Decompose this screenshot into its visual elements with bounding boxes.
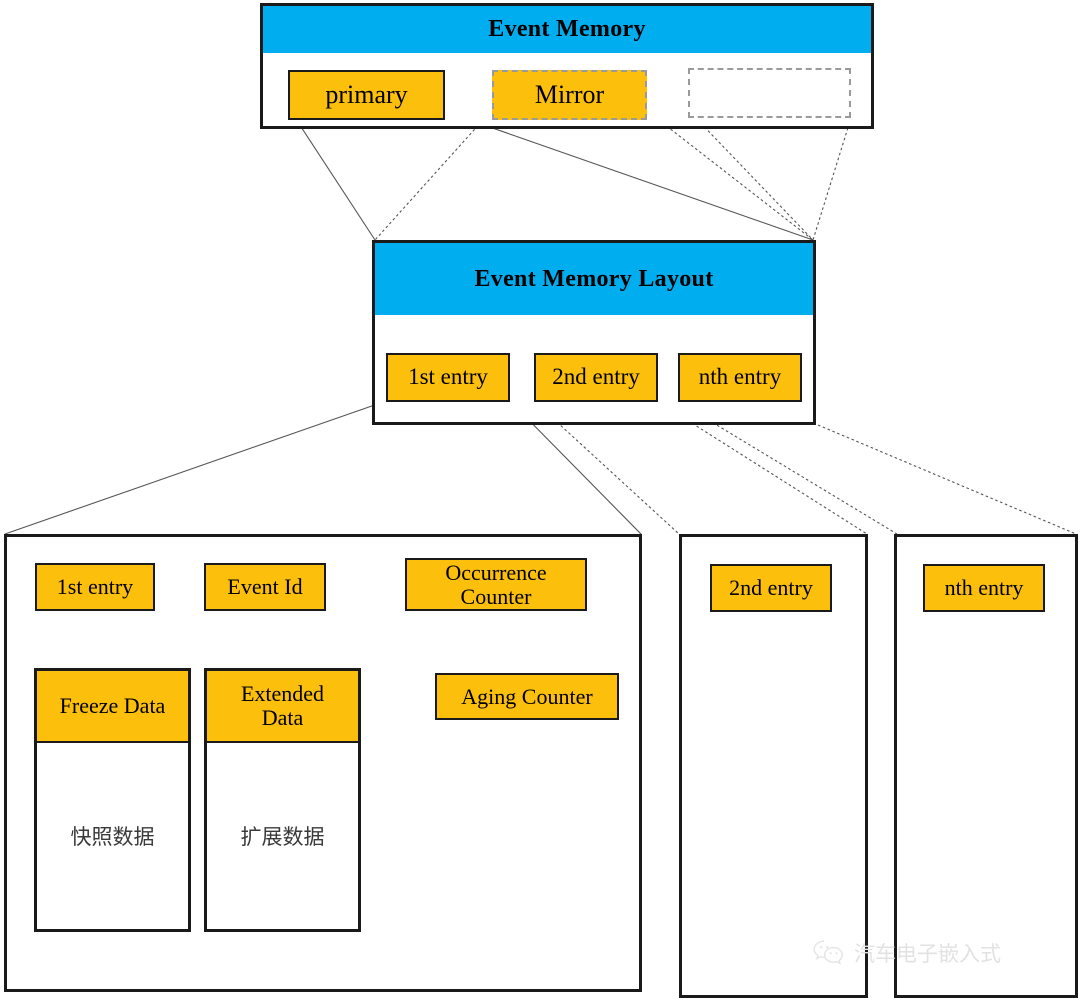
event-memory-header: Event Memory xyxy=(263,6,871,53)
second-entry-panel: 2nd entry xyxy=(679,534,868,998)
entry-data-block-freeze: Freeze Data 快照数据 xyxy=(34,668,191,932)
layout-entry-2nd[interactable]: 2nd entry xyxy=(534,353,658,402)
freeze-data-body: 快照数据 xyxy=(70,825,155,849)
event-memory-block-primary[interactable]: primary xyxy=(288,70,445,120)
event-memory-panel: Event Memory primary Mirror xyxy=(260,3,874,129)
entry-field-aging-counter[interactable]: Aging Counter xyxy=(435,673,619,720)
entry-field-occurrence-counter[interactable]: Occurrence Counter xyxy=(405,558,587,611)
extended-data-label: Extended Data xyxy=(207,671,358,743)
wechat-icon xyxy=(813,940,843,965)
extended-data-body: 扩展数据 xyxy=(240,825,325,849)
freeze-data-label: Freeze Data xyxy=(37,671,188,743)
event-memory-layout-header: Event Memory Layout xyxy=(375,243,813,315)
event-memory-layout-panel: Event Memory Layout 1st entry 2nd entry … xyxy=(372,240,816,425)
entry-data-block-extended: Extended Data 扩展数据 xyxy=(204,668,361,932)
second-entry-chip[interactable]: 2nd entry xyxy=(710,564,832,612)
layout-entry-1st[interactable]: 1st entry xyxy=(386,353,510,402)
entry-field-event-id[interactable]: Event Id xyxy=(204,563,326,611)
watermark: 汽车电子嵌入式 xyxy=(812,938,1001,968)
event-memory-block-empty[interactable] xyxy=(688,68,851,118)
entry-detail-title-chip[interactable]: 1st entry xyxy=(35,563,155,611)
watermark-text: 汽车电子嵌入式 xyxy=(854,942,1001,966)
entry-detail-panel: 1st entry Event Id Occurrence Counter Ag… xyxy=(4,534,642,992)
nth-entry-panel: nth entry xyxy=(894,534,1078,998)
nth-entry-chip[interactable]: nth entry xyxy=(923,564,1045,612)
event-memory-block-mirror[interactable]: Mirror xyxy=(492,70,647,120)
layout-entry-nth[interactable]: nth entry xyxy=(678,353,802,402)
